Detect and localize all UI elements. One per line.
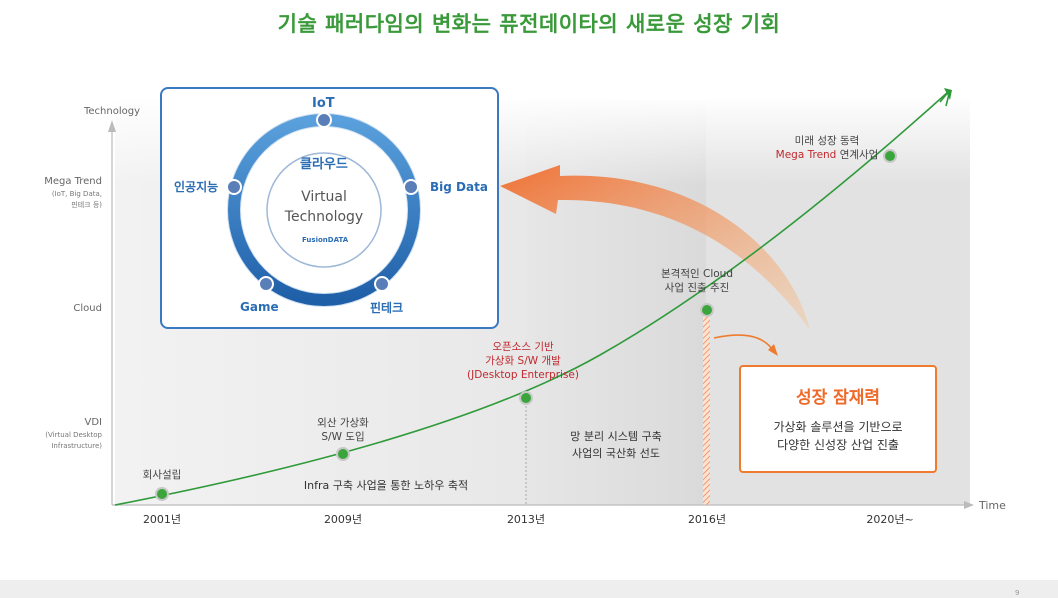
- ring-label-ai: 인공지능: [174, 180, 219, 194]
- footer-bar: [0, 580, 1058, 598]
- x-tick-2009: 2009년: [323, 513, 363, 526]
- milestone-2013: [519, 391, 533, 405]
- y-level-mega-trend-sub-1: (IoT, Big Data,: [51, 190, 102, 198]
- y-level-vdi: VDI: [84, 417, 103, 428]
- y-axis-title: Technology: [83, 106, 140, 117]
- y-level-vdi-sub-2: Infrastructure): [51, 442, 102, 450]
- phase-2-label-1: 망 분리 시스템 구축: [570, 430, 662, 443]
- ring-center-main-line-2: Technology: [284, 209, 364, 225]
- ring-label-bigdata: Big Data: [430, 180, 488, 194]
- milestone-2020-label-2: Mega Trend 연계사업: [776, 148, 879, 162]
- phase-2-label-2: 사업의 국산화 선도: [572, 447, 660, 460]
- milestone-2016-label-2: 사업 진출 추진: [664, 282, 730, 294]
- mega-trend-highlight: Mega Trend: [775, 149, 837, 161]
- page-title: 기술 패러다임의 변화는 퓨전데이타의 새로운 성장 기회: [277, 12, 781, 36]
- tech-ring: [226, 112, 421, 307]
- ring-center: [266, 152, 382, 268]
- milestone-2009: [336, 447, 350, 461]
- x-axis-title: Time: [979, 499, 1006, 512]
- y-level-mega-trend-sub-2: 핀테크 등): [71, 201, 102, 209]
- x-tick-2001: 2001년: [142, 513, 182, 526]
- ring-label-iot: IoT: [312, 96, 335, 111]
- x-tick-2013: 2013년: [506, 513, 546, 526]
- y-level-cloud: Cloud: [73, 303, 102, 314]
- hatch-marker: [703, 312, 710, 505]
- page-number: 9: [1015, 589, 1020, 597]
- x-tick-2020: 2020년~: [866, 513, 914, 526]
- mega-trend-suffix: 연계사업: [836, 149, 879, 161]
- x-tick-2016: 2016년: [687, 513, 727, 526]
- milestone-2020: [883, 149, 897, 163]
- ring-node-iot: [316, 112, 332, 128]
- ring-label-game: Game: [240, 300, 279, 314]
- ring-label-fintech: 핀테크: [370, 301, 404, 315]
- growth-box-title: 성장 잠재력: [795, 388, 881, 408]
- milestone-2013-label-2: 가상화 S/W 개발: [485, 355, 561, 367]
- fusiondata-logo: FusionDATA: [302, 236, 349, 244]
- growth-potential-box: 성장 잠재력 가상화 솔루션을 기반으로 다양한 신성장 산업 진출: [739, 365, 937, 473]
- big-arrow-icon: [500, 165, 810, 330]
- growth-curve: [114, 91, 949, 506]
- phase-1-label: Infra 구축 사업을 통한 노하우 축적: [303, 479, 469, 492]
- ring-center-main-line-1: Virtual: [301, 189, 347, 205]
- ring-node-ai: [226, 179, 242, 195]
- milestone-2016: [700, 303, 714, 317]
- ring-node-bigdata: [403, 179, 419, 195]
- milestone-2016-label-1: 본격적인 Cloud: [661, 268, 733, 280]
- ring-node-fintech: [374, 276, 390, 292]
- milestone-2009-label-2: S/W 도입: [321, 431, 365, 443]
- ring-center-title: 클라우드: [300, 157, 348, 172]
- milestone-2009-label-1: 외산 가상화: [317, 417, 369, 429]
- milestone-2001: [155, 487, 169, 501]
- y-level-vdi-sub-1: (Virtual Desktop: [45, 431, 102, 439]
- milestone-2013-label-1: 오픈소스 기반: [492, 341, 554, 353]
- milestone-2001-label: 회사설립: [142, 469, 182, 481]
- milestone-2020-label-1: 미래 성장 동력: [794, 135, 860, 147]
- growth-box-line-1: 가상화 솔루션을 기반으로: [773, 420, 903, 434]
- tech-ring-panel: 클라우드 Virtual Technology FusionDATA IoT B…: [160, 87, 499, 329]
- milestone-2013-label-3: (JDesktop Enterprise): [467, 369, 579, 381]
- ring-node-game: [258, 276, 274, 292]
- y-level-mega-trend: Mega Trend: [44, 176, 102, 187]
- growth-box-line-2: 다양한 신성장 산업 진출: [777, 438, 899, 452]
